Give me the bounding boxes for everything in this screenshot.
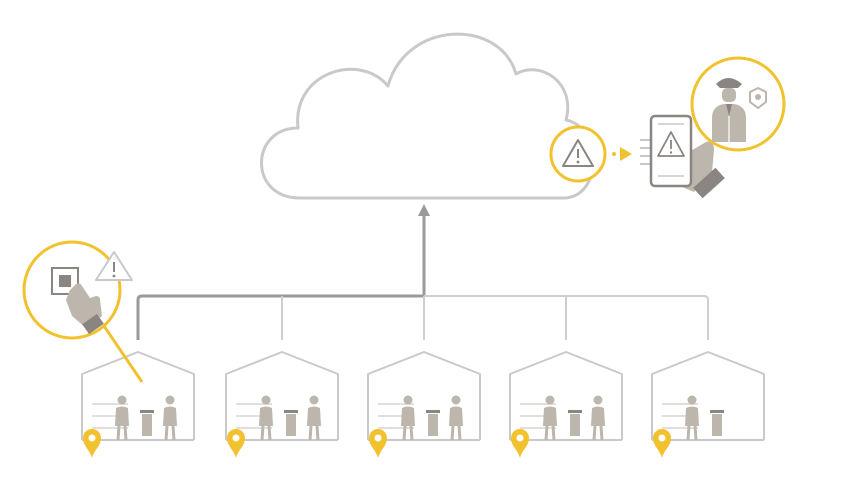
location-pin-icon bbox=[369, 429, 387, 458]
uplink-arrowhead bbox=[418, 204, 430, 216]
site-building bbox=[651, 351, 765, 458]
site-building bbox=[509, 351, 623, 458]
person-icon bbox=[115, 395, 129, 441]
smartphone-icon bbox=[640, 114, 725, 199]
person-icon bbox=[259, 395, 273, 441]
house-outline bbox=[367, 351, 481, 440]
person-icon bbox=[401, 395, 415, 441]
person-icon bbox=[685, 395, 699, 441]
trash-bin-icon bbox=[140, 410, 154, 436]
network-bus-line bbox=[424, 295, 709, 340]
person-icon bbox=[449, 395, 463, 441]
trash-bin-icon bbox=[426, 410, 440, 436]
person-icon bbox=[543, 395, 557, 441]
person-icon bbox=[307, 395, 321, 441]
location-pin-icon bbox=[511, 429, 529, 458]
panic-button-icon bbox=[51, 267, 104, 335]
warning-triangle-icon bbox=[95, 251, 133, 281]
location-pin-icon bbox=[653, 429, 671, 458]
person-icon bbox=[591, 395, 605, 441]
trash-bin-icon bbox=[568, 410, 582, 436]
trash-bin-icon bbox=[710, 410, 724, 436]
callout-pointer bbox=[102, 325, 144, 383]
house-outline bbox=[509, 351, 623, 440]
cloud-icon bbox=[260, 32, 595, 200]
alert-path-line bbox=[136, 294, 424, 340]
site-building bbox=[225, 351, 339, 458]
house-outline bbox=[651, 351, 765, 440]
notification-arrow bbox=[612, 147, 632, 161]
sites-group bbox=[81, 351, 765, 458]
location-pin-icon bbox=[83, 429, 101, 458]
house-outline bbox=[225, 351, 339, 440]
location-pin-icon bbox=[227, 429, 245, 458]
house-outline bbox=[81, 351, 195, 440]
person-icon bbox=[163, 395, 177, 441]
trash-bin-icon bbox=[284, 410, 298, 436]
security-guard-icon bbox=[712, 78, 767, 142]
warning-triangle-icon bbox=[562, 139, 594, 167]
site-building bbox=[81, 351, 195, 458]
site-building bbox=[367, 351, 481, 458]
